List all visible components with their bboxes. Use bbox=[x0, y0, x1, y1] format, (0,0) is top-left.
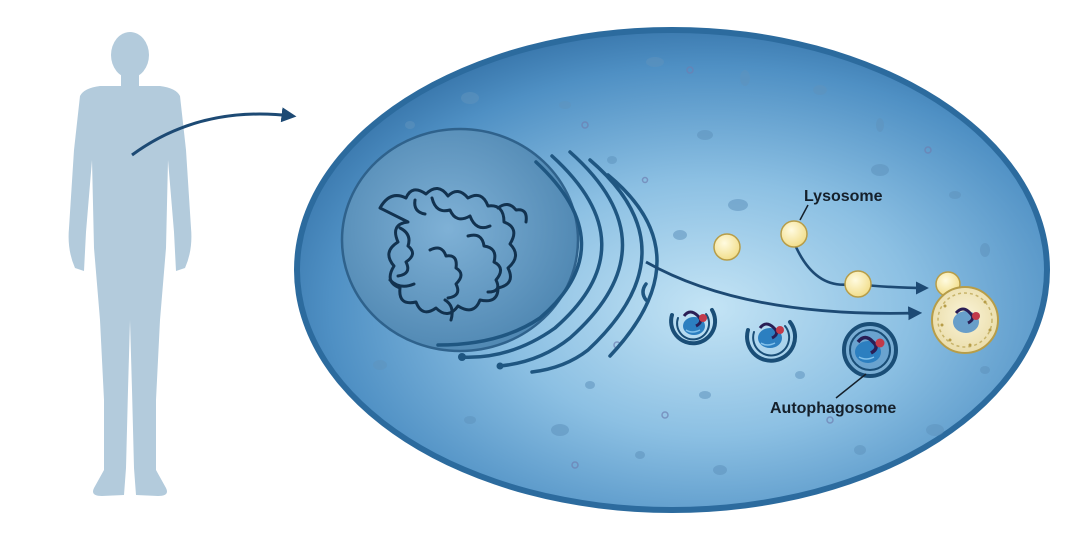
arrow-right-icon bbox=[131, 107, 297, 157]
human-silhouette-icon bbox=[68, 32, 192, 496]
forming-autophagosome bbox=[745, 320, 798, 363]
chromatin bbox=[378, 187, 528, 322]
lysosome bbox=[780, 220, 808, 248]
nucleus bbox=[340, 127, 580, 353]
lysosome bbox=[844, 270, 872, 298]
leader-lines bbox=[799, 204, 867, 399]
phagophore bbox=[669, 308, 718, 346]
lysosome bbox=[713, 233, 741, 261]
autophagosome-label: Autophagosome bbox=[770, 400, 896, 417]
cell: Lysosome Autophagosome bbox=[294, 27, 1050, 513]
pathway-arrow bbox=[645, 260, 923, 321]
endoplasmic-reticulum bbox=[436, 150, 659, 374]
cytoplasm-particles bbox=[373, 57, 990, 475]
autolysosome bbox=[931, 286, 999, 354]
autophagosome bbox=[842, 322, 898, 378]
lysosome-label: Lysosome bbox=[804, 188, 883, 205]
lysosomes bbox=[713, 220, 961, 298]
